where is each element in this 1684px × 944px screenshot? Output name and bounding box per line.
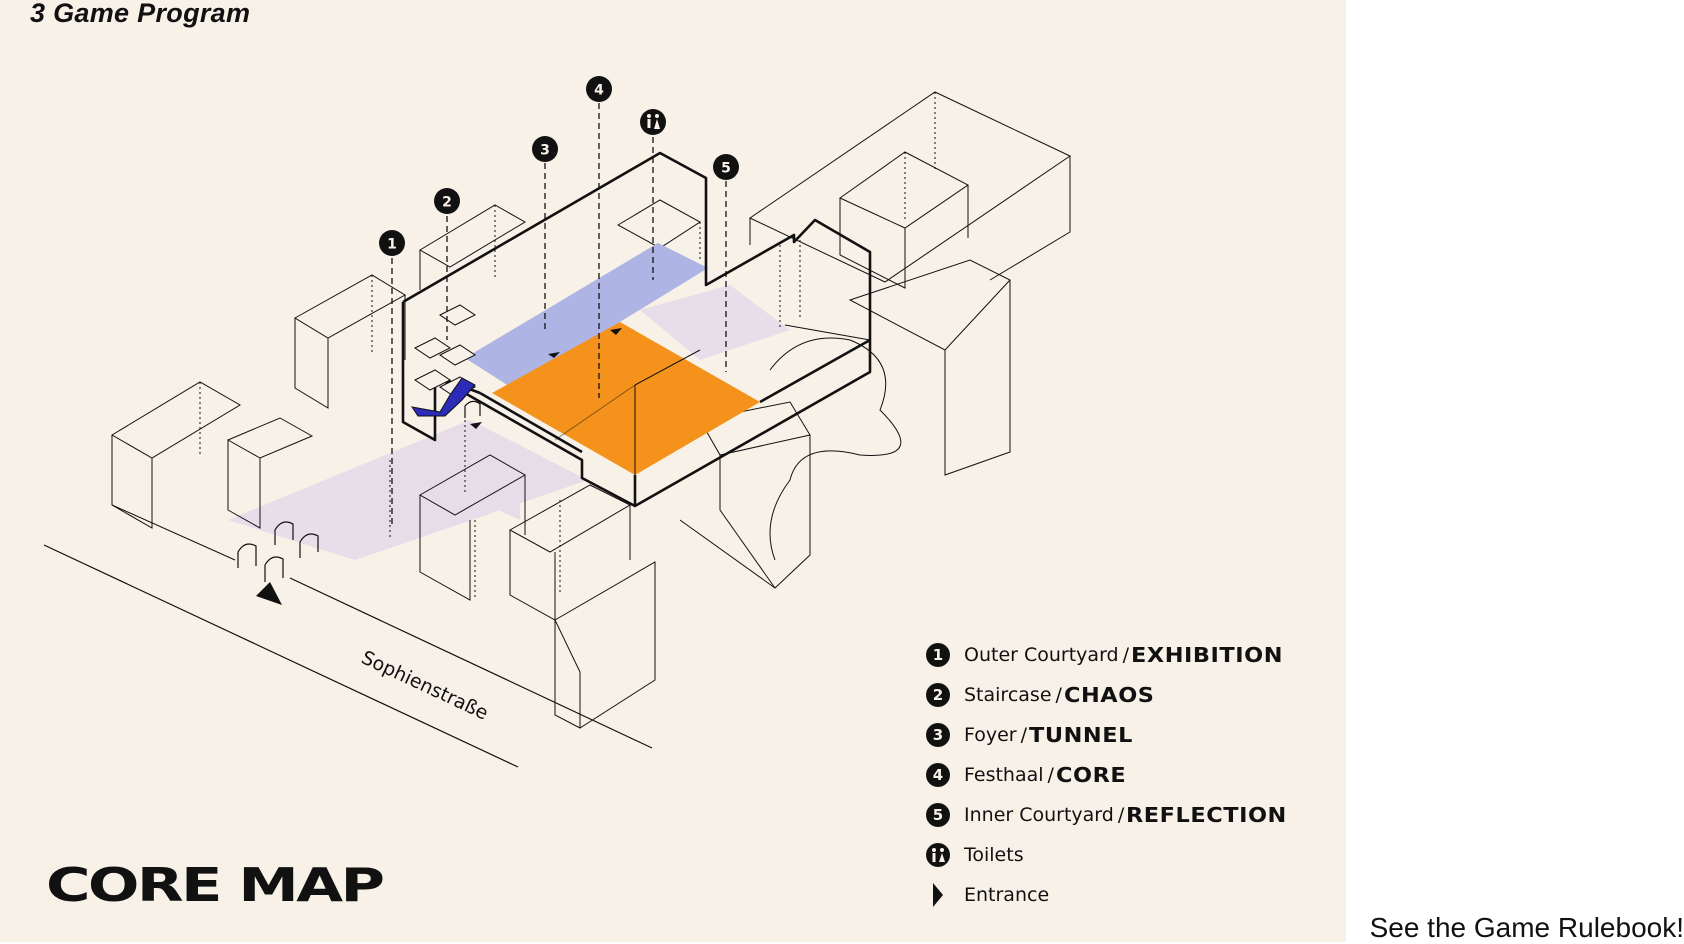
marker-2-number: 2	[442, 195, 452, 211]
slide-panel: 3 Game Program Sophienstraße	[0, 0, 1346, 942]
legend-separator: /	[1122, 644, 1130, 666]
legend-item-chaos[interactable]: 2 Staircase / CHAOS	[926, 680, 1154, 710]
floor-arrow	[610, 328, 622, 335]
section-title: 3 Game Program	[30, 0, 251, 28]
legend-badge-3: 3	[926, 723, 950, 747]
legend-keyword: EXHIBITION	[1131, 643, 1284, 667]
legend-label: Foyer	[964, 724, 1017, 746]
marker-3-number: 3	[540, 143, 550, 159]
marker-2[interactable]: 2	[434, 188, 460, 214]
street-label: Sophienstraße	[358, 647, 492, 725]
legend-item-exhibition[interactable]: 1 Outer Courtyard / EXHIBITION	[926, 640, 1283, 670]
entrance-arrow-icon	[256, 582, 282, 605]
tunnel-floor	[465, 243, 708, 388]
legend-label: Festhaal	[964, 764, 1044, 786]
marker-1[interactable]: 1	[379, 230, 405, 256]
legend-separator: /	[1020, 724, 1028, 746]
toilet-icon	[647, 114, 660, 129]
street	[43, 544, 653, 768]
marker-leaders	[391, 103, 727, 525]
marker-toilet[interactable]	[640, 109, 666, 135]
marker-5-number: 5	[721, 161, 731, 177]
marker-4-number: 4	[594, 83, 604, 99]
legend-keyword: CHAOS	[1063, 683, 1155, 707]
marker-3[interactable]: 3	[532, 136, 558, 162]
stair-ramp	[410, 377, 476, 417]
toilet-icon	[926, 843, 950, 867]
marker-4[interactable]: 4	[586, 76, 612, 102]
legend-label: Toilets	[964, 844, 1024, 866]
legend-item-toilets[interactable]: Toilets	[926, 840, 1024, 870]
courtyard-paths	[228, 285, 790, 560]
legend-badge-2: 2	[926, 683, 950, 707]
legend-label: Staircase	[964, 684, 1052, 706]
legend-separator: /	[1047, 764, 1054, 786]
rulebook-link[interactable]: See the Game Rulebook!	[1369, 912, 1684, 943]
legend-keyword: TUNNEL	[1029, 723, 1133, 747]
hidden-edges	[199, 92, 936, 600]
isometric-building-diagram: Sophienstraße	[43, 76, 1072, 768]
legend-item-tunnel[interactable]: 3 Foyer / TUNNEL	[926, 720, 1132, 750]
legend-separator: /	[1055, 684, 1062, 706]
legend-badge-4: 4	[926, 763, 950, 787]
legend-keyword: REFLECTION	[1126, 803, 1288, 827]
legend-label: Entrance	[964, 884, 1050, 906]
legend-keyword: CORE	[1055, 763, 1127, 787]
core-floor	[492, 322, 760, 475]
legend-item-entrance[interactable]: Entrance	[926, 880, 1049, 910]
legend-item-reflection[interactable]: 5 Inner Courtyard / REFLECTION	[926, 800, 1287, 830]
marker-1-number: 1	[387, 237, 397, 253]
map-title: CORE MAP	[46, 858, 385, 912]
legend-separator: /	[1117, 804, 1125, 826]
marker-5[interactable]: 5	[713, 154, 739, 180]
entrance-arrow-icon	[926, 883, 950, 907]
legend-label: Outer Courtyard	[964, 644, 1119, 666]
legend-item-core[interactable]: 4 Festhaal / CORE	[926, 760, 1126, 790]
floor-arrow	[548, 352, 560, 358]
legend-badge-5: 5	[926, 803, 950, 827]
legend-badge-1: 1	[926, 643, 950, 667]
arches	[237, 400, 481, 582]
floor-arrow	[470, 422, 482, 429]
legend-label: Inner Courtyard	[964, 804, 1114, 826]
staircase	[414, 304, 476, 398]
